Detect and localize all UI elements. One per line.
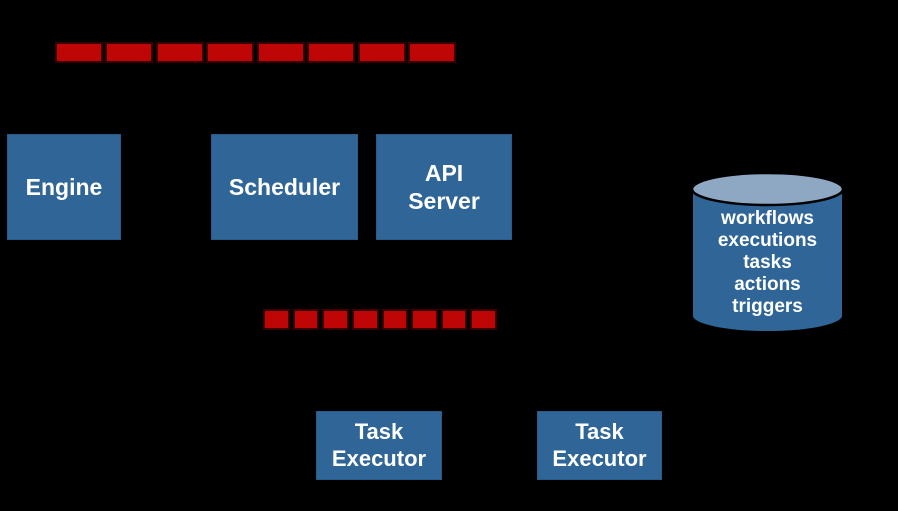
task-executor-1-box: Task Executor [316, 411, 442, 480]
queue-segment [408, 42, 456, 63]
engine-box: Engine [7, 134, 121, 240]
top-queue-bar [55, 42, 456, 63]
queue-segment [256, 42, 305, 63]
datastore-item: actions [734, 274, 801, 295]
queue-segment [322, 309, 349, 330]
datastore-cylinder-icon [690, 172, 845, 333]
queue-segment [440, 309, 468, 330]
datastore-item: workflows [721, 208, 814, 229]
scheduler-label: Scheduler [228, 173, 341, 200]
bottom-queue-bar [263, 309, 497, 330]
scheduler-box: Scheduler [211, 134, 358, 240]
queue-segment [55, 42, 103, 63]
task-executor-1-label: Task Executor [331, 418, 427, 471]
queue-segment [357, 42, 406, 63]
queue-segment [292, 309, 320, 330]
queue-segment [351, 309, 379, 330]
queue-segment [105, 42, 154, 63]
queue-segment [155, 42, 204, 63]
api-server-label: API Server [408, 159, 480, 214]
cylinder-body [691, 188, 844, 333]
queue-segment [263, 309, 290, 330]
queue-segment [307, 42, 356, 63]
api-server-box: API Server [376, 134, 512, 240]
datastore-item: tasks [743, 252, 792, 273]
queue-segment [206, 42, 255, 63]
queue-segment [470, 309, 497, 330]
task-executor-2-box: Task Executor [537, 411, 662, 480]
cylinder-top-ellipse [690, 172, 845, 207]
queue-segment [411, 309, 438, 330]
datastore-item: executions [717, 230, 818, 251]
datastore-item: triggers [732, 296, 803, 317]
task-executor-2-label: Task Executor [552, 418, 647, 471]
engine-label: Engine [25, 173, 103, 200]
queue-segment [381, 309, 409, 330]
